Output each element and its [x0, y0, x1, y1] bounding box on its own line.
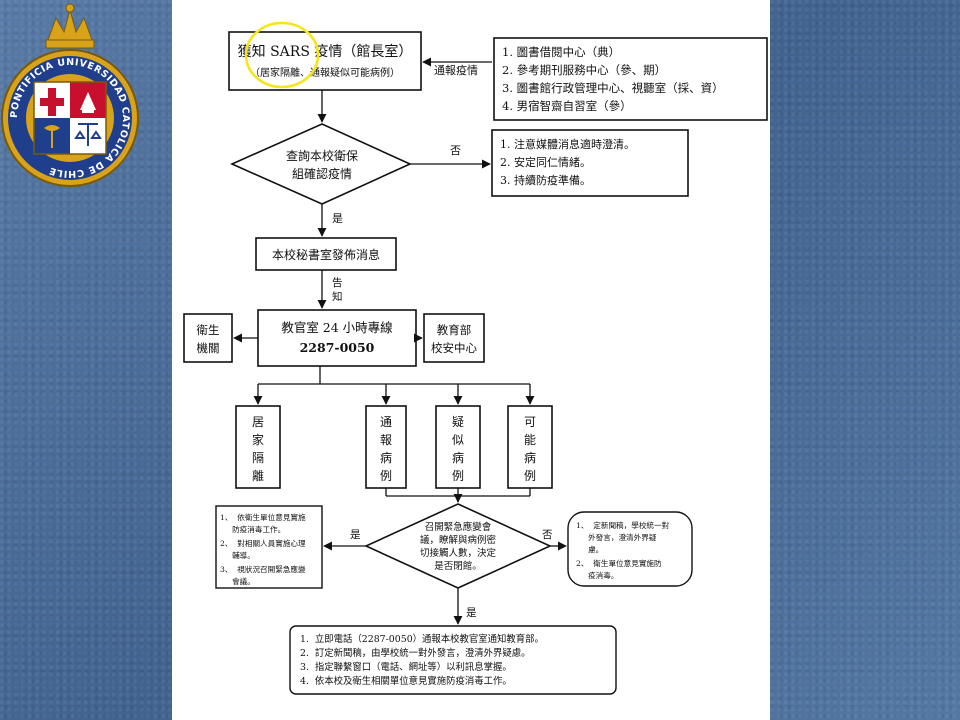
left-box-line: 3、 視狀況召開緊急應變: [220, 564, 306, 574]
category-char: 通: [380, 415, 392, 429]
left-yes-label: 是: [350, 529, 361, 541]
hotline-title: 教官室 24 小時專線: [281, 320, 393, 335]
decision2-line3: 切接觸人數，決定: [420, 547, 497, 559]
notify-label: 通報疫情: [434, 63, 478, 77]
highlight-circle: [244, 21, 320, 89]
left-box-line: 1、 依衛生單位意見實施: [220, 512, 306, 522]
bottom-yes-label: 是: [466, 607, 477, 619]
top-box: 獲知 SARS 疫情（館長室） （居家隔離、通報疑似可能病例）: [228, 31, 422, 91]
category-char: 例: [380, 469, 392, 483]
no-item-2: 2. 安定同仁情緒。: [500, 155, 591, 169]
category-char: 離: [252, 469, 264, 483]
category-probable-case: 可 能 病 例: [507, 405, 553, 489]
right-no-label: 否: [542, 529, 553, 541]
category-char: 能: [524, 433, 536, 447]
moe-line-1: 教育部: [437, 323, 472, 337]
bottom-item-1: 1. 立即電話（2287-0050）通報本校教官室通知教育部。: [300, 633, 544, 645]
category-char: 隔: [252, 451, 264, 465]
no-label: 否: [450, 144, 461, 157]
secretariat-box: 本校秘書室發佈消息: [255, 237, 397, 271]
right-action-box: 1、 定新聞稿，學校統一對 外發言，澄清外界疑 慮。 2、 衛生單位意見實施防 …: [567, 511, 693, 587]
top-box-title: 獲知 SARS 疫情（館長室）: [238, 43, 413, 60]
category-char: 家: [252, 432, 264, 447]
seal-crown-icon: [45, 3, 95, 49]
top-box-subtitle: （居家隔離、通報疑似可能病例）: [250, 66, 400, 79]
no-item-1: 1. 注意媒體消息適時澄清。: [500, 137, 635, 151]
left-box-line: 2、 對相關人員實施心理: [220, 538, 306, 548]
category-char: 似: [452, 433, 464, 447]
bottom-item-3: 3. 指定聯繫窗口（電話、網址等）以利訊息掌握。: [300, 661, 512, 673]
category-char: 病: [380, 450, 392, 465]
bottom-action-box: 1. 立即電話（2287-0050）通報本校教官室通知教育部。 2. 訂定新聞稿…: [289, 625, 617, 695]
notify-item-1: 1. 圖書借閱中心（典）: [502, 45, 620, 59]
university-seal-logo: PONTIFICIA UNIVERSIDAD CATOLICA DE CHILE: [1, 3, 139, 187]
inform-label-2: 知: [332, 290, 343, 303]
right-box-line: 慮。: [576, 544, 603, 554]
notify-item-2: 2. 參考期刊服務中心（參、期）: [502, 63, 666, 77]
health-line-1: 衛生: [197, 323, 220, 337]
decision2-line2: 議，瞭解與病例密: [420, 534, 497, 546]
inform-label-1: 告: [332, 276, 343, 289]
notify-item-3: 3. 圖書館行政管理中心、視聽室（採、資）: [502, 81, 724, 95]
category-suspected-case: 疑 似 病 例: [435, 405, 481, 489]
moe-line-2: 校安中心: [431, 341, 477, 355]
left-box-line: 防疫消毒工作。: [220, 524, 285, 534]
notify-item-4: 4. 男宿智齋自習室（參）: [502, 99, 632, 113]
category-char: 疑: [452, 414, 464, 429]
hotline-box: 教官室 24 小時專線 2287-0050: [257, 309, 417, 367]
distribution-connector: [258, 366, 530, 385]
category-char: 病: [452, 450, 464, 465]
decision2-line4: 是否閉館。: [434, 560, 482, 572]
bottom-item-4: 4. 依本校及衛生相關單位意見實施防疫消毒工作。: [300, 675, 512, 687]
category-home-isolation: 居 家 隔 離: [235, 405, 281, 489]
secretariat-text: 本校秘書室發佈消息: [272, 247, 380, 262]
category-char: 病: [524, 450, 536, 465]
bottom-item-2: 2. 訂定新聞稿，由學校統一對外發言，澄清外界疑慮。: [300, 647, 531, 659]
right-box-line: 1、 定新聞稿，學校統一對: [576, 520, 670, 530]
right-box-line: 2、 衛生單位意見實施防: [576, 558, 662, 568]
decision-confirm-epidemic: 查詢本校衛保 組確認疫情: [230, 123, 412, 205]
health-authority-box: 衛生 機關: [183, 313, 233, 363]
left-box-line: 輔導。: [220, 550, 255, 560]
category-reported-case: 通 報 病 例: [365, 405, 407, 489]
hotline-number: 2287-0050: [300, 340, 375, 355]
category-char: 可: [524, 415, 536, 429]
yes-label: 是: [332, 212, 343, 225]
flowchart-document: 獲知 SARS 疫情（館長室） （居家隔離、通報疑似可能病例） 1. 圖書借閱中…: [172, 0, 770, 720]
decision1-line1: 查詢本校衛保: [286, 148, 358, 163]
left-action-box: 1、 依衛生單位意見實施 防疫消毒工作。 2、 對相關人員實施心理 輔導。 3、…: [215, 505, 323, 589]
no-item-3: 3. 持續防疫準備。: [500, 173, 591, 187]
category-char: 例: [524, 469, 536, 483]
moe-box: 教育部 校安中心: [423, 313, 485, 363]
sars-flowchart: 獲知 SARS 疫情（館長室） （居家隔離、通報疑似可能病例） 1. 圖書借閱中…: [183, 21, 768, 695]
left-box-line: 會議。: [220, 576, 255, 586]
decision2-line1: 召開緊急應變會: [425, 521, 492, 533]
decision-emergency-meeting: 召開緊急應變會 議，瞭解與病例密 切接觸人數，決定 是否閉館。: [364, 503, 552, 589]
category-char: 報: [380, 433, 392, 447]
category-char: 居: [252, 415, 264, 429]
right-box-line: 疫消毒。: [576, 570, 618, 580]
health-line-2: 機關: [197, 341, 220, 355]
notify-list-box: 1. 圖書借閱中心（典） 2. 參考期刊服務中心（參、期） 3. 圖書館行政管理…: [493, 37, 768, 121]
right-box-line: 外發言，澄清外界疑: [576, 532, 657, 542]
seal-shield-icon: [33, 81, 107, 155]
decision1-line2: 組確認疫情: [292, 166, 352, 181]
no-list-box: 1. 注意媒體消息適時澄清。 2. 安定同仁情緒。 3. 持續防疫準備。: [491, 129, 689, 197]
category-char: 例: [452, 469, 464, 483]
